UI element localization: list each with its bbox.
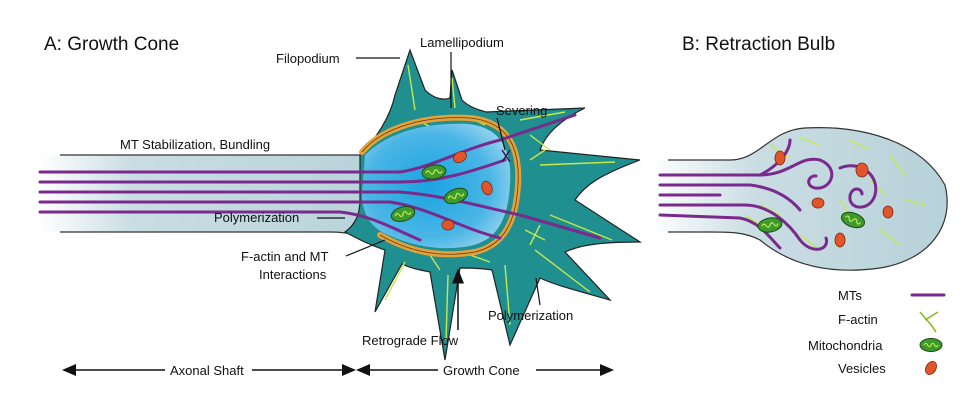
f-actin-icon	[919, 311, 939, 333]
legend-label-vesicles: Vesicles	[838, 361, 886, 376]
label-factin-mt-1: F-actin and MT	[241, 249, 328, 264]
arrowhead-left	[62, 364, 76, 376]
vesicles-a	[441, 151, 493, 231]
severing-site	[501, 149, 511, 163]
label-severing: Severing	[496, 103, 547, 118]
leader-polymerization-right	[535, 277, 541, 306]
axonal-shaft-bottom-edge	[60, 231, 376, 241]
vesicle-icon	[925, 361, 937, 375]
leader-factin-mt	[345, 239, 386, 257]
axis-label-axonal-shaft: Axonal Shaft	[170, 363, 244, 378]
mitochondria-b	[757, 211, 866, 233]
mitochondria-icon	[919, 338, 943, 352]
label-polymerization-right: Polymerization	[488, 308, 573, 323]
label-retrograde-flow: Retrograde Flow	[362, 333, 459, 348]
actin-network-a	[384, 64, 616, 341]
transition-zone-outline	[361, 117, 519, 255]
label-polymerization-left: Polymerization	[214, 210, 299, 225]
label-factin-mt-2: Interactions	[259, 267, 327, 282]
label-filopodium: Filopodium	[276, 51, 340, 66]
microtubules-a	[38, 113, 602, 242]
vesicles-b	[774, 150, 894, 248]
legend-label-f-actin: F-actin	[838, 312, 878, 327]
axonal-shaft	[40, 145, 410, 245]
panel-b-title: B: Retraction Bulb	[682, 34, 835, 55]
mitochondria-a	[390, 164, 469, 222]
leader-severing	[496, 117, 506, 151]
label-mt-stabilization: MT Stabilization, Bundling	[120, 137, 270, 152]
arrowhead-mid-right	[342, 364, 356, 376]
label-lamellipodium: Lamellipodium	[420, 35, 504, 50]
legend: MTs F-actin Mitochondria Vesicles	[808, 288, 946, 376]
legend-label-mts: MTs	[838, 288, 862, 303]
retraction-bulb	[650, 127, 948, 271]
actin-network-b	[744, 137, 926, 251]
arrowhead-mid-left	[356, 364, 370, 376]
arrowhead-right	[600, 364, 614, 376]
legend-label-mitochondria: Mitochondria	[808, 338, 883, 353]
axis-label-growth-cone: Growth Cone	[443, 363, 520, 378]
panel-a-title: A: Growth Cone	[44, 34, 179, 55]
retraction-bulb-outline	[668, 127, 948, 271]
